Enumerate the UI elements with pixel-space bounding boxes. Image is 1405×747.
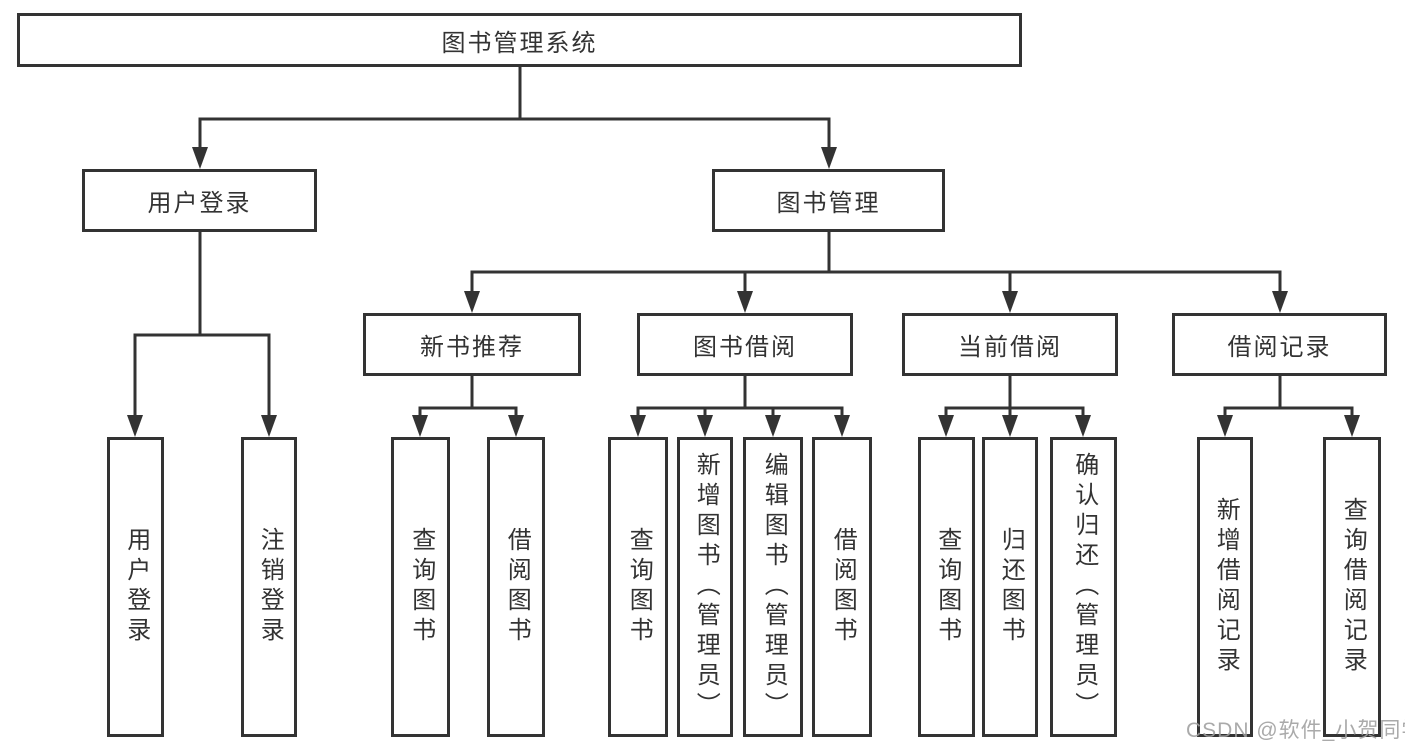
leaf-newbook-borrow: 借阅图书 xyxy=(487,437,545,737)
leaf-newbook-query-label: 查询图书 xyxy=(407,527,435,647)
connector-newbook-to-leaves xyxy=(418,374,518,420)
arrow-down-icon xyxy=(1075,415,1091,437)
connector-current-to-leaves xyxy=(944,374,1085,420)
node-new-book-recommend-label: 新书推荐 xyxy=(420,334,524,361)
connector-borrow-to-leaves xyxy=(636,374,844,420)
node-borrow-history-label: 借阅记录 xyxy=(1227,334,1332,361)
arrow-down-icon xyxy=(1217,415,1233,437)
node-current-borrow-label: 当前借阅 xyxy=(958,334,1062,361)
leaf-history-query-record-label: 查询借阅记录 xyxy=(1339,497,1367,677)
arrow-down-icon xyxy=(192,147,208,169)
arrow-down-icon xyxy=(630,415,646,437)
leaf-history-query-record: 查询借阅记录 xyxy=(1323,437,1381,737)
node-root-label: 图书管理系统 xyxy=(441,29,598,57)
leaf-borrow-add-admin: 新增图书（管理员） xyxy=(677,437,733,737)
node-root-system: 图书管理系统 xyxy=(17,13,1022,67)
leaf-current-return: 归还图书 xyxy=(982,437,1038,737)
connector-mgmt-to-level2 xyxy=(470,230,1282,296)
node-book-borrowing: 图书借阅 xyxy=(637,313,853,376)
csdn-watermark: CSDN @软件_小贺同学 xyxy=(1186,719,1405,742)
leaf-borrow-edit-admin-label: 编辑图书（管理员） xyxy=(760,452,788,722)
leaf-current-return-label: 归还图书 xyxy=(997,527,1025,647)
leaf-borrow-borrow-label: 借阅图书 xyxy=(829,527,857,647)
arrow-down-icon xyxy=(412,415,428,437)
leaf-current-confirm-return-admin-label: 确认归还（管理员） xyxy=(1070,452,1098,722)
arrow-down-icon xyxy=(464,291,480,313)
leaf-user-login-label: 用户登录 xyxy=(122,527,150,647)
arrow-down-icon xyxy=(1344,415,1360,437)
leaf-current-confirm-return-admin: 确认归还（管理员） xyxy=(1050,437,1117,737)
connector-login-to-leaves xyxy=(133,230,271,420)
arrow-down-icon xyxy=(508,415,524,437)
connector-root-to-level1 xyxy=(198,64,831,152)
leaf-borrow-query-label: 查询图书 xyxy=(625,527,653,647)
leaf-newbook-borrow-label: 借阅图书 xyxy=(503,527,531,647)
leaf-current-query: 查询图书 xyxy=(918,437,975,737)
arrow-down-icon xyxy=(765,415,781,437)
leaf-logout: 注销登录 xyxy=(241,437,297,737)
node-borrow-history: 借阅记录 xyxy=(1172,313,1387,376)
arrow-down-icon xyxy=(737,291,753,313)
leaf-borrow-borrow: 借阅图书 xyxy=(812,437,872,737)
arrow-down-icon xyxy=(834,415,850,437)
leaf-borrow-edit-admin: 编辑图书（管理员） xyxy=(743,437,803,737)
leaf-history-add-record-label: 新增借阅记录 xyxy=(1212,497,1240,677)
node-book-borrowing-label: 图书借阅 xyxy=(693,334,797,361)
arrow-down-icon xyxy=(127,415,143,437)
arrow-down-icon xyxy=(1002,415,1018,437)
node-user-login: 用户登录 xyxy=(82,169,317,232)
leaf-borrow-add-admin-label: 新增图书（管理员） xyxy=(692,452,720,722)
arrowheads xyxy=(127,147,1360,437)
arrow-down-icon xyxy=(261,415,277,437)
node-user-login-label: 用户登录 xyxy=(147,190,252,217)
arrow-down-icon xyxy=(1002,291,1018,313)
node-new-book-recommend: 新书推荐 xyxy=(363,313,581,376)
arrow-down-icon xyxy=(821,147,837,169)
leaf-history-add-record: 新增借阅记录 xyxy=(1197,437,1253,737)
node-book-management-label: 图书管理 xyxy=(776,190,881,217)
leaf-newbook-query: 查询图书 xyxy=(391,437,450,737)
leaf-logout-label: 注销登录 xyxy=(256,527,284,647)
connector-history-to-leaves xyxy=(1223,374,1354,420)
arrow-down-icon xyxy=(1272,291,1288,313)
arrow-down-icon xyxy=(697,415,713,437)
leaf-current-query-label: 查询图书 xyxy=(933,527,961,647)
leaf-user-login: 用户登录 xyxy=(107,437,164,737)
leaf-borrow-query: 查询图书 xyxy=(608,437,668,737)
arrow-down-icon xyxy=(938,415,954,437)
node-book-management: 图书管理 xyxy=(712,169,945,232)
node-current-borrow: 当前借阅 xyxy=(902,313,1118,376)
